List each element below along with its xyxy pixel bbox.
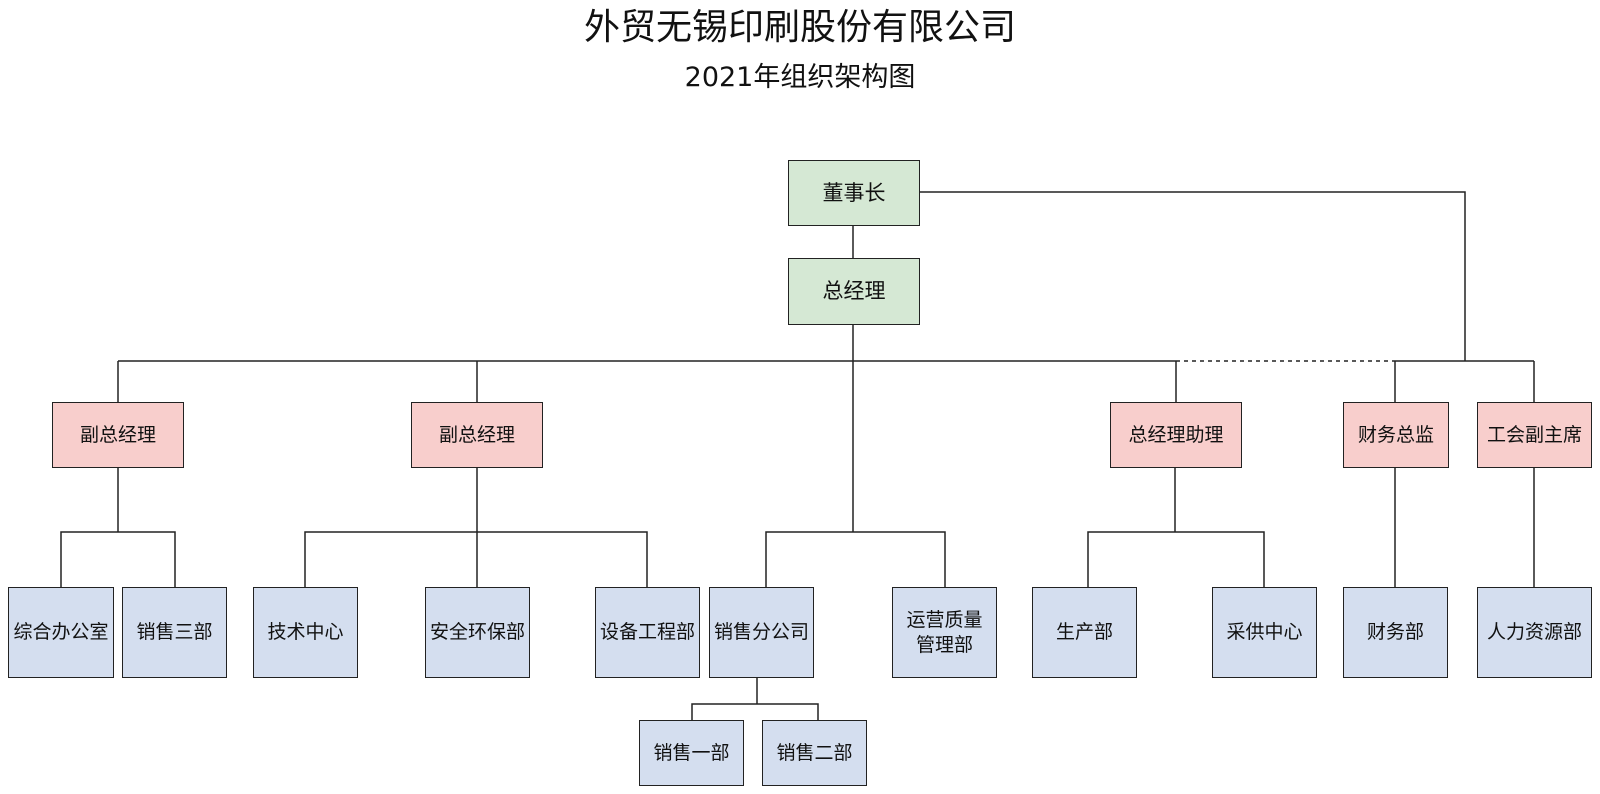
node-hr: 人力资源部 — [1477, 587, 1592, 678]
page-title: 外贸无锡印刷股份有限公司 — [583, 7, 1016, 48]
node-sales-one: 销售一部 — [639, 720, 744, 786]
connector — [304, 531, 648, 587]
node-cfo: 财务总监 — [1343, 402, 1449, 468]
node-finance: 财务部 — [1343, 587, 1448, 678]
node-general-manager: 总经理 — [788, 258, 920, 325]
node-chairman: 董事长 — [788, 160, 920, 226]
node-union-vice-chair: 工会副主席 — [1477, 402, 1592, 468]
node-procurement: 采供中心 — [1212, 587, 1317, 678]
node-sales-two: 销售二部 — [762, 720, 867, 786]
node-tech-center: 技术中心 — [253, 587, 358, 678]
connector — [1087, 531, 1265, 587]
connector — [765, 531, 946, 587]
node-sales-branch: 销售分公司 — [709, 587, 814, 678]
node-sales-three: 销售三部 — [122, 587, 227, 678]
node-safety-env: 安全环保部 — [425, 587, 530, 678]
node-gm-assistant: 总经理助理 — [1110, 402, 1242, 468]
node-production: 生产部 — [1032, 587, 1137, 678]
node-vice-gm-left: 副总经理 — [52, 402, 184, 468]
node-equipment-eng: 设备工程部 — [595, 587, 700, 678]
node-ops-quality: 运营质量 管理部 — [892, 587, 997, 678]
connector — [691, 703, 819, 720]
connector — [60, 531, 176, 587]
page-subtitle: 2021年组织架构图 — [684, 62, 916, 93]
node-vice-gm-mid: 副总经理 — [411, 402, 543, 468]
node-general-office: 综合办公室 — [8, 587, 114, 678]
connector — [920, 191, 1466, 361]
